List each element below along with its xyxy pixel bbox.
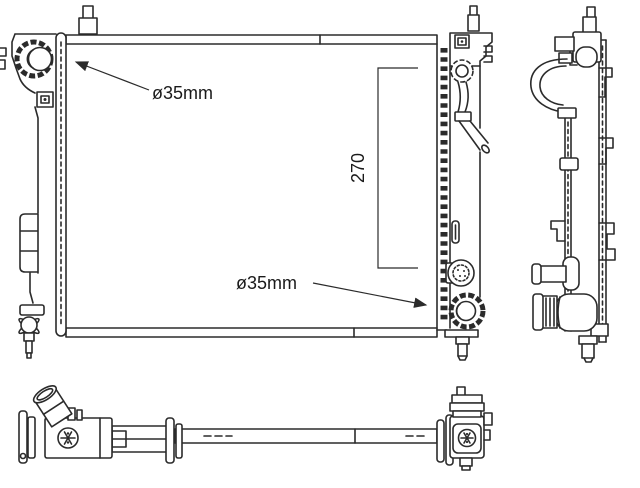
outlet-port xyxy=(448,292,486,330)
top-left-end xyxy=(18,385,183,464)
side-bracket-left xyxy=(550,220,566,242)
leader-arrow-outlet xyxy=(312,282,428,308)
label-inlet-diameter: ø35mm xyxy=(152,83,213,103)
dimension-annotations: ø35mm 270 ø35mm xyxy=(74,61,428,308)
front-view: ø35mm 270 ø35mm xyxy=(0,5,493,361)
side-sensor-fitting xyxy=(531,256,580,291)
side-overflow-hose xyxy=(530,52,579,171)
side-top-assembly xyxy=(554,6,602,68)
dimension-bracket-270 xyxy=(377,67,418,269)
right-tank xyxy=(436,5,493,361)
overflow-hose xyxy=(454,81,490,154)
top-right-end xyxy=(436,386,493,471)
top-filler-cap xyxy=(449,386,485,418)
mounting-pin-top-right xyxy=(467,5,480,32)
side-view xyxy=(530,6,616,363)
top-left-screw xyxy=(57,427,79,449)
left-header-strip xyxy=(55,32,67,337)
tank-slot xyxy=(451,220,460,244)
sensor-boss xyxy=(445,259,475,287)
top-view xyxy=(18,385,493,471)
mounting-pin-top-left xyxy=(78,5,98,35)
side-brackets-right xyxy=(590,67,616,337)
label-core-height: 270 xyxy=(348,153,368,183)
side-drain-plug xyxy=(578,335,598,363)
inlet-port xyxy=(14,39,54,79)
top-core-bar xyxy=(174,428,438,444)
lower-bracket-left xyxy=(19,304,45,316)
label-outlet-diameter: ø35mm xyxy=(236,273,297,293)
side-spine-right xyxy=(598,39,607,343)
clip-bracket xyxy=(36,91,54,108)
leader-arrow-inlet xyxy=(74,61,150,91)
left-tank xyxy=(0,5,98,359)
top-inlet-pipe xyxy=(32,385,73,428)
drain-valve-left xyxy=(18,316,40,359)
filler-neck xyxy=(450,59,474,83)
drain-plug-right xyxy=(444,329,479,361)
top-right-screw xyxy=(457,428,477,448)
side-outlet-port xyxy=(532,293,598,332)
side-reservoir xyxy=(19,213,39,274)
